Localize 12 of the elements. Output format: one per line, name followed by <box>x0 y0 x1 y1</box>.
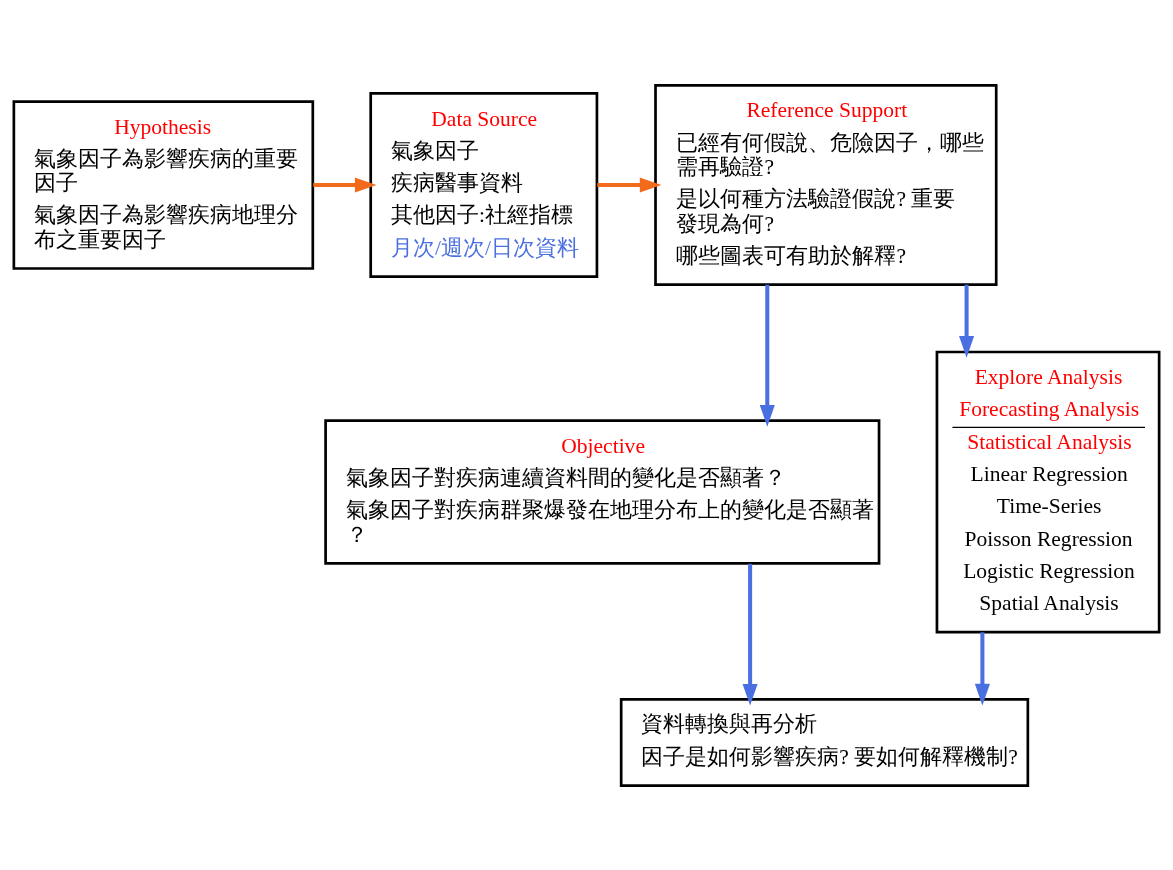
node-box: Explore Analysis Forecasting Analysis Statistical Analysis Linear Regression Time-Series Poisson Regression Logistic Regression Spatial Analysis <box>935 350 1161 633</box>
arrow <box>742 563 758 705</box>
node-box: Objective 氣象因子對疾病連續資料間的變化是否顯著？ 氣象因子對疾病群聚爆發在地理分布上的變化是否顯著？ <box>324 418 881 565</box>
arrow <box>974 631 990 705</box>
node-box: 資料轉換與再分析 因子是如何影響疾病? 要如何解釋機制? <box>619 697 1030 787</box>
node-box: Hypothesis 氣象因子為影響疾病的重要因子 氣象因子為影響疾病地理分布之重要因子 <box>12 99 315 270</box>
node-box: Reference Support 已經有何假說、危險因子，哪些需再驗證? 是以何種方法驗證假說? 重要發現為何? 哪些圖表可有助於解釋? <box>654 83 998 286</box>
node-box: Data Source 氣象因子 疾病醫事資料 其他因子:社經指標 月次/週次/日次資料 <box>369 91 599 278</box>
arrow <box>959 284 975 358</box>
arrow <box>597 176 662 193</box>
arrow <box>759 284 775 427</box>
arrow <box>313 176 377 193</box>
